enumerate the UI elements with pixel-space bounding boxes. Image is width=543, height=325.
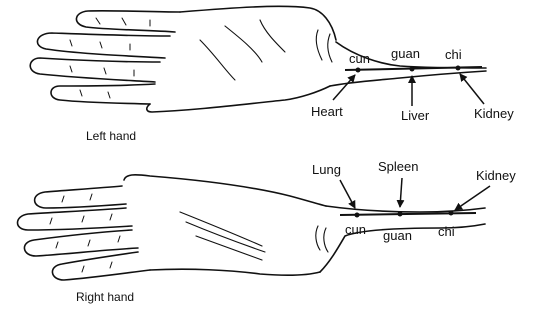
left-hand-finger-2: [37, 33, 170, 58]
left-hand-crease: [328, 34, 332, 62]
left-hand-knuckle-mark: [70, 40, 130, 50]
arrow-spleen: [400, 178, 402, 207]
left-hand-wrist-bottom: [330, 71, 486, 86]
kidney-label-right: Kidney: [476, 168, 516, 183]
right-chi-point: [449, 211, 454, 216]
left-guan-label: guan: [391, 46, 420, 61]
right-hand-finger-3: [24, 230, 138, 256]
right-hand-finger-4: [52, 252, 150, 280]
right-hand-knuckle-mark: [50, 214, 112, 224]
right-hand-tendon: [180, 212, 262, 246]
left-arrows: [333, 74, 484, 106]
right-hand-wrist-top: [326, 206, 485, 212]
right-hand-finger-2: [18, 208, 133, 230]
arrow-heart: [333, 75, 355, 100]
spleen-label: Spleen: [378, 159, 418, 174]
left-chi-point: [456, 66, 461, 71]
right-hand-crease: [324, 228, 328, 252]
left-chi-label: chi: [445, 47, 462, 62]
right-chi-label: chi: [438, 224, 455, 239]
left-cun-point: [356, 68, 361, 73]
right-cun-label: cun: [345, 222, 366, 237]
kidney-label-left: Kidney: [474, 106, 514, 121]
lung-label: Lung: [312, 162, 341, 177]
right-guan-label: guan: [383, 228, 412, 243]
right-arrows: [340, 178, 490, 210]
right-guan-point: [398, 212, 403, 217]
right-pulse-line: [340, 213, 476, 215]
left-hand-crease: [225, 26, 262, 62]
left-hand-knuckle-mark: [96, 18, 150, 26]
left-hand-finger-1: [76, 11, 180, 32]
right-hand-crease: [316, 226, 320, 250]
left-hand-finger-3: [30, 58, 160, 82]
left-hand-knuckle-mark: [70, 66, 134, 76]
left-guan-point: [410, 67, 415, 72]
right-hand-caption: Right hand: [76, 290, 134, 304]
left-hand-crease: [260, 20, 285, 52]
right-hand: [18, 175, 486, 280]
left-cun-label: cun: [349, 51, 370, 66]
left-hand-knuckle-mark: [80, 90, 110, 98]
right-hand-thumb: [124, 175, 326, 206]
right-hand-knuckle-mark: [56, 236, 120, 248]
right-cun-point: [355, 213, 360, 218]
liver-label: Liver: [401, 108, 430, 123]
heart-label: Heart: [311, 104, 343, 119]
left-hand-thumb: [147, 86, 330, 112]
right-hand-knuckle-mark: [82, 262, 112, 272]
left-hand-finger-4: [51, 84, 155, 104]
arrow-kidney-left: [460, 74, 484, 104]
left-hand-caption: Left hand: [86, 129, 136, 143]
arrow-lung: [340, 180, 355, 208]
right-hand-knuckle-mark: [62, 194, 92, 202]
arrow-kidney-right: [455, 186, 490, 210]
right-hand-finger-1: [35, 186, 126, 208]
left-hand-crease: [316, 30, 322, 60]
left-hand-crease: [200, 40, 235, 80]
left-hand-back-contour: [180, 6, 336, 40]
right-hand-bottom-contour: [150, 269, 320, 275]
